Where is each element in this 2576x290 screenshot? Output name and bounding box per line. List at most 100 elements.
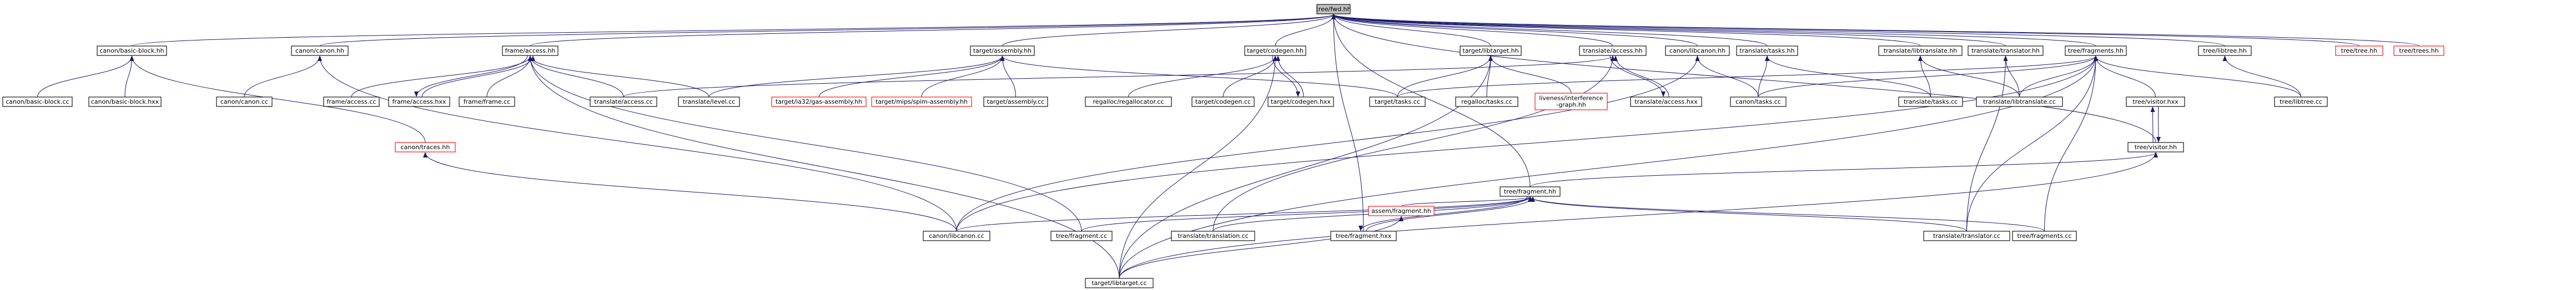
edge-tree-libtree-cc-to-tree-fragments-hh — [2094, 55, 2301, 98]
edge-line — [708, 55, 1005, 98]
node-translate-translation-cc[interactable]: translate/translation.cc — [1171, 231, 1255, 241]
node-frame-access-cc[interactable]: frame/access.cc — [323, 96, 380, 107]
node-box — [1330, 231, 1397, 241]
node-translate-access-hh[interactable]: translate/access.hh — [1579, 45, 1647, 56]
node-target-libtarget-hh[interactable]: target/libtarget.hh — [1460, 45, 1522, 56]
edge-line — [1397, 55, 2098, 98]
node-label: target/libtarget.hh — [1462, 47, 1518, 54]
node-label: translate/tasks.hh — [1739, 47, 1794, 54]
node-canon-basic-block-hh[interactable]: canon/basic-block.hh — [97, 45, 167, 56]
edge-line — [244, 55, 322, 98]
node-regalloc-tasks-cc[interactable]: regalloc/tasks.cc — [1455, 96, 1518, 107]
node-box — [1171, 231, 1255, 241]
node-tree-fragments-cc[interactable]: tree/fragments.cc — [2012, 231, 2077, 241]
node-label: translate/translator.cc — [1933, 232, 2000, 240]
edge-target-libtarget-cc-to-assem-fragment-hh — [1119, 216, 1403, 279]
node-canon-canon-cc[interactable]: canon/canon.cc — [216, 96, 273, 107]
node-box — [1316, 4, 1351, 14]
node-label: target/tasks.cc — [1375, 98, 1420, 105]
node-translate-access-cc[interactable]: translate/access.cc — [590, 96, 657, 107]
node-assem-fragment-hh[interactable]: assem/fragment.hh — [1368, 206, 1435, 216]
node-frame-frame-cc[interactable]: frame/frame.cc — [459, 96, 515, 107]
node-box — [1500, 186, 1561, 197]
node-label: canon/libcanon.hh — [1669, 47, 1725, 54]
node-box — [88, 96, 162, 107]
node-box — [970, 45, 1035, 56]
node-label: canon/libcanon.cc — [929, 232, 984, 240]
node-label: tree/libtree.hh — [2203, 47, 2247, 54]
edge-tree-fragments-cc-to-tree-fragment-hh — [1528, 196, 2045, 232]
edge-line — [1331, 14, 2006, 47]
node-canon-libcanon-cc[interactable]: canon/libcanon.cc — [923, 231, 990, 241]
node-tree-libtree-hh[interactable]: tree/libtree.hh — [2198, 45, 2252, 56]
node-box — [1534, 93, 1608, 110]
edge-canon-tasks-cc-to-canon-libcanon-hh — [1695, 55, 1759, 98]
edge-line — [1530, 152, 2158, 187]
node-tree-fragment-hh[interactable]: tree/fragment.hh — [1500, 186, 1561, 197]
node-canon-basic-block-cc[interactable]: canon/basic-block.cc — [2, 96, 73, 107]
node-target-ia32-gas-assembly-hh[interactable]: target/ia32/gas-assembly.hh — [771, 96, 867, 107]
node-canon-traces-hh[interactable]: canon/traces.hh — [395, 142, 456, 152]
node-canon-tasks-cc[interactable]: canon/tasks.cc — [1730, 96, 1787, 107]
edge-tree-libtree-hh-to-tree-fwd — [1331, 14, 2225, 47]
edge-tree-trees-hh-to-tree-fwd — [1331, 14, 2419, 47]
edge-canon-tasks-cc-to-tree-fragments-hh — [1758, 55, 2098, 98]
edge-translate-libtranslate-cc-to-translate-translator-hh — [2003, 55, 2020, 98]
node-translate-libtranslate-cc[interactable]: translate/libtranslate.cc — [1976, 96, 2063, 107]
node-box — [1736, 45, 1798, 56]
node-translate-libtranslate-hh[interactable]: translate/libtranslate.hh — [1878, 45, 1963, 56]
node-target-codegen-cc[interactable]: target/codegen.cc — [1191, 96, 1255, 107]
node-translate-translator-cc[interactable]: translate/translator.cc — [1923, 231, 2010, 241]
node-translate-tasks-hh[interactable]: translate/tasks.hh — [1736, 45, 1798, 56]
node-tree-libtree-cc[interactable]: tree/libtree.cc — [2274, 96, 2328, 107]
node-liveness-interference-graph-hh[interactable]: liveness/interference-graph.hh — [1534, 93, 1608, 110]
node-translate-tasks-cc[interactable]: translate/tasks.cc — [1898, 96, 1963, 107]
edge-tree-fragments-cc-to-tree-fragments-hh — [2044, 55, 2098, 232]
edge-translate-libtranslate-hh-to-tree-fwd — [1331, 14, 1921, 47]
edge-line — [486, 55, 532, 98]
node-target-codegen-hxx[interactable]: target/codegen.hxx — [1267, 96, 1334, 107]
node-tree-visitor-hxx[interactable]: tree/visitor.hxx — [2126, 96, 2185, 107]
edge-line — [2003, 55, 2020, 98]
node-target-tasks-cc[interactable]: target/tasks.cc — [1369, 96, 1426, 107]
node-translate-level-cc[interactable]: translate/level.cc — [678, 96, 740, 107]
node-tree-trees-hh[interactable]: tree/trees.hh — [2393, 45, 2444, 56]
node-translate-translator-hh[interactable]: translate/translator.hh — [1968, 45, 2044, 56]
node-canon-canon-hh[interactable]: canon/canon.hh — [291, 45, 349, 56]
node-tree-fragment-cc[interactable]: tree/fragment.cc — [1050, 231, 1113, 241]
edge-line — [1331, 14, 1768, 47]
node-box — [395, 142, 456, 152]
node-tree-visitor-hh[interactable]: tree/visitor.hh — [2127, 142, 2184, 152]
edge-line — [37, 55, 134, 98]
edge-translate-level-cc-to-target-assembly-hh — [708, 55, 1005, 98]
node-tree-fragments-hh[interactable]: tree/fragments.hh — [2065, 45, 2127, 56]
node-canon-libcanon-hh[interactable]: canon/libcanon.hh — [1665, 45, 1730, 56]
node-regalloc-regallocator-cc[interactable]: regalloc/regallocator.cc — [1085, 96, 1172, 107]
node-frame-access-hh[interactable]: frame/access.hh — [502, 45, 559, 56]
node-box — [1368, 206, 1435, 216]
node-target-assembly-cc[interactable]: target/assembly.cc — [983, 96, 1048, 107]
node-box — [97, 45, 167, 56]
node-target-codegen-hh[interactable]: target/codegen.hh — [1244, 45, 1306, 56]
node-label: regalloc/regallocator.cc — [1093, 98, 1164, 105]
edge-line — [921, 55, 1005, 98]
edge-canon-libcanon-cc-to-canon-traces-hh — [423, 152, 957, 232]
node-target-mips-spim-assembly-hh[interactable]: target/mips/spim-assembly.hh — [871, 96, 972, 107]
node-box — [771, 96, 867, 107]
edge-line — [956, 196, 1532, 232]
edge-line — [2094, 55, 2301, 98]
edge-line — [124, 55, 134, 98]
node-frame-access-hxx[interactable]: frame/access.hxx — [388, 96, 450, 107]
node-tree-fragment-hxx[interactable]: tree/fragment.hxx — [1330, 231, 1397, 241]
node-translate-access-hxx[interactable]: translate/access.hxx — [1630, 96, 1702, 107]
node-canon-basic-block-hxx[interactable]: canon/basic-block.hxx — [88, 96, 162, 107]
edge-line — [530, 14, 1336, 47]
node-tree-tree-hh[interactable]: tree/tree.hh — [2335, 45, 2383, 56]
edge-target-libtarget-hh-to-tree-fwd — [1331, 14, 1491, 47]
edge-canon-libcanon-cc-to-canon-canon-hh — [318, 55, 957, 232]
node-label: frame/access.cc — [327, 98, 376, 105]
node-box — [1968, 45, 2044, 56]
node-target-assembly-hh[interactable]: target/assembly.hh — [970, 45, 1035, 56]
node-box — [216, 96, 273, 107]
node-target-libtarget-cc[interactable]: target/libtarget.cc — [1085, 278, 1154, 288]
